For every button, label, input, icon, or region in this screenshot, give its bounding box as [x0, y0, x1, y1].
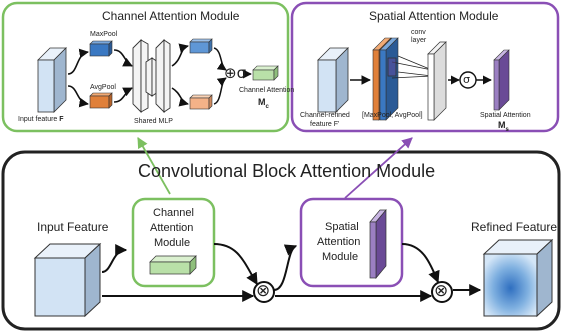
channel-refined-cube [317, 47, 349, 113]
channel-module-title: Channel Attention Module [102, 9, 240, 23]
input-feature-label-sym: F [59, 116, 64, 123]
channel-link-arrow [137, 137, 171, 195]
spatial-attention-sym: M [498, 120, 506, 130]
channel-box-line-2: Attention [150, 222, 194, 234]
multiply-node-1 [253, 281, 275, 303]
arrow-to-maxpool [67, 48, 89, 75]
cbam-frame [1, 150, 561, 331]
spatial-box-line-1: Spatial [325, 221, 359, 233]
shared-mlp [132, 38, 171, 114]
conv-projection [387, 55, 433, 79]
spatial-sigmoid-circle [459, 71, 477, 89]
conv-output-plane [427, 41, 447, 121]
pooled-maps [372, 37, 399, 121]
mlp-out-max [189, 38, 213, 54]
multiply-glyph-2: ⊗ [434, 281, 449, 301]
spatial-sigmoid-glyph: σ [463, 73, 470, 86]
channel-attention-symbol: Mc [258, 98, 269, 110]
flow-spatial-to-mult2 [401, 243, 440, 284]
refined-feature-cube [482, 238, 554, 318]
input-feature-cube [37, 47, 67, 113]
spatial-attention-label: Spatial Attention [480, 112, 531, 119]
multiply-glyph-1: ⊗ [256, 281, 271, 301]
channel-box-vector [149, 255, 197, 275]
avgpool-label: AvgPool [90, 84, 116, 91]
maxpool-vector [89, 40, 113, 57]
spatial-box-line-2: Attention [317, 236, 361, 248]
spatial-box-line-3: Module [322, 251, 359, 263]
channel-box-line-3: Module [154, 237, 191, 249]
input-feature-label: Input feature F [18, 116, 64, 123]
refined-feature-title: Refined Feature [471, 220, 558, 234]
flow-channel-to-mult [213, 243, 258, 286]
spatial-attention-sub: s [505, 126, 509, 133]
channel-attention-vector [252, 65, 279, 81]
channel-attention-label: Channel Attention [239, 87, 295, 94]
channel-module-frame [1, 1, 290, 133]
multiply-node-2 [431, 281, 453, 303]
maxpool-label: MaxPool [90, 31, 118, 38]
pool-label: [MaxPool, AvgPool] [362, 112, 423, 119]
input-feature-label-text: Input feature [18, 116, 58, 123]
channel-attention-sub: c [265, 103, 269, 110]
arrow-to-avgpool [67, 85, 89, 108]
channel-refined-label-2: feature F' [310, 121, 340, 128]
spatial-link-arrow [344, 137, 413, 199]
flow-input-to-channel [101, 244, 128, 273]
channel-attention-sym: M [258, 97, 266, 107]
flow-mult1-to-spatial [273, 244, 298, 291]
spatial-attention-symbol: Ms [498, 121, 509, 133]
input-feature-big-cube [33, 242, 102, 318]
channel-refined-label-1: Channel-refined [300, 112, 350, 119]
avgpool-vector [89, 92, 113, 109]
spatial-module-title: Spatial Attention Module [369, 9, 499, 23]
mlp-out-avg [189, 94, 213, 110]
spatial-box-map [369, 209, 387, 279]
conv-label-1: conv [411, 29, 426, 36]
cbam-title: Convolutional Block Attention Module [138, 161, 436, 181]
shared-mlp-label: Shared MLP [134, 118, 173, 125]
channel-box-line-1: Channel [153, 207, 194, 219]
input-feature-title: Input Feature [37, 220, 109, 234]
conv-label-2: layer [411, 37, 427, 44]
channel-ops-glyph: ⊕σ [224, 64, 247, 82]
spatial-attention-map [493, 49, 510, 111]
spatial-module-frame [290, 1, 560, 133]
